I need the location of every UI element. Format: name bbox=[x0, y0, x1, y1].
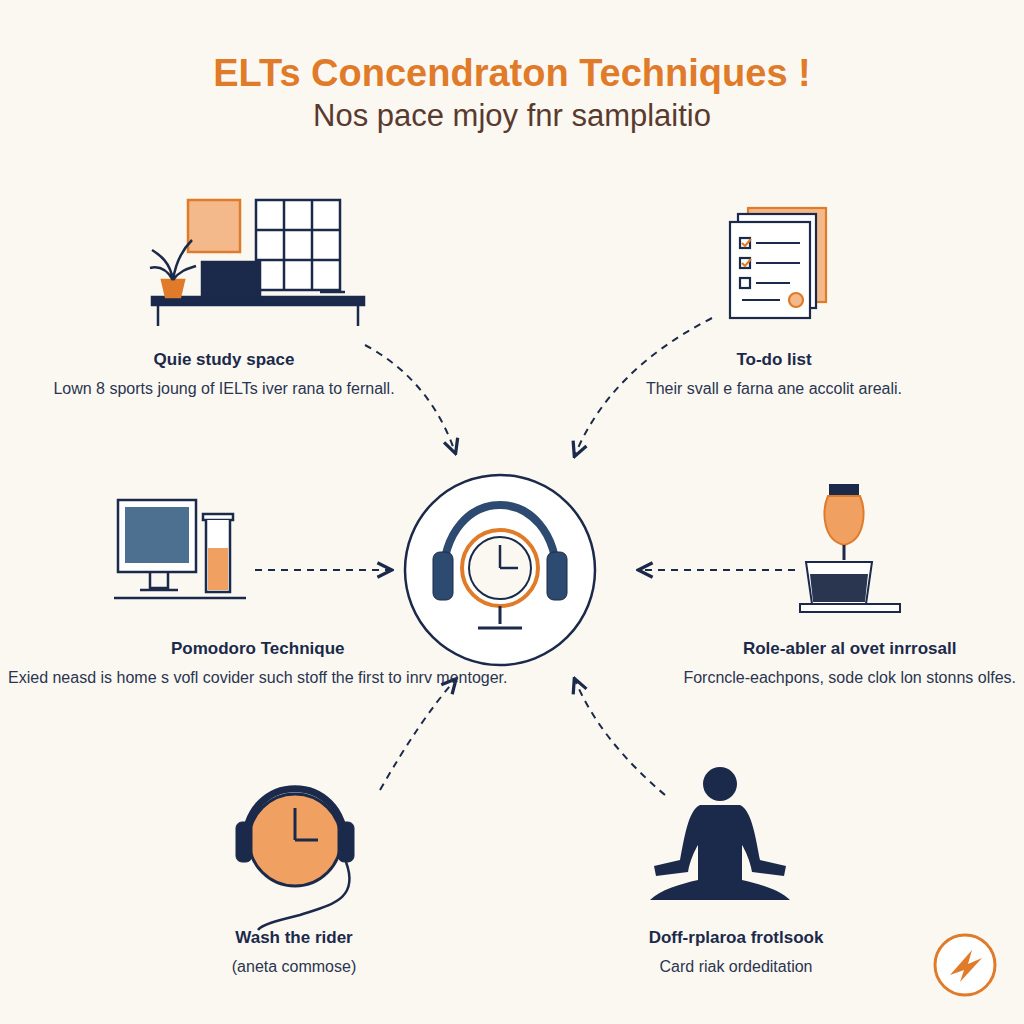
desk-icon bbox=[150, 200, 364, 326]
item-heading: To-do list bbox=[642, 350, 906, 370]
technique-item: To-do listTheir svall e farna ane accoli… bbox=[642, 350, 906, 402]
logo-badge bbox=[935, 935, 995, 995]
technique-item: Quie study spaceLown 8 sports joung of I… bbox=[49, 350, 398, 402]
item-heading: Pomodoro Technique bbox=[4, 639, 512, 659]
computer-icon bbox=[114, 500, 246, 598]
item-body: (aneta commose) bbox=[184, 954, 404, 980]
subtitle: Nos pace mjoy fnr samplaitio bbox=[0, 98, 1024, 134]
technique-item: Wash the rider (aneta commose) bbox=[184, 928, 404, 980]
technique-item: Pomodoro TechniqueExied neasd is home s … bbox=[4, 639, 512, 691]
item-body: Lown 8 sports joung of IELTs iver rana t… bbox=[49, 376, 398, 402]
technique-item: Doff-rplaroa frotlsookCard riak ordedita… bbox=[616, 928, 856, 980]
item-body: Their svall e farna ane accolit areali. bbox=[642, 376, 906, 402]
technique-item: Role-abler al ovet inrrosallForcncle-eac… bbox=[679, 639, 1020, 691]
diagram-title: ELTs Concendraton Techniques ! bbox=[0, 52, 1024, 95]
headphone-clock-icon bbox=[236, 789, 354, 930]
item-heading: Doff-rplaroa frotlsook bbox=[616, 928, 856, 948]
item-heading: Quie study space bbox=[49, 350, 398, 370]
item-body: Forcncle-eachpons, sode clok lon stonns … bbox=[679, 665, 1020, 691]
meditation-icon bbox=[650, 767, 790, 900]
todo-icon bbox=[730, 208, 826, 318]
item-body: Exied neasd is home s vofl covider such … bbox=[4, 665, 512, 691]
item-heading: Role-abler al ovet inrrosall bbox=[679, 639, 1020, 659]
center-icon bbox=[405, 475, 595, 665]
item-heading: Wash the rider bbox=[184, 928, 404, 948]
coffee-icon bbox=[800, 485, 900, 612]
item-body: Card riak ordeditation bbox=[616, 954, 856, 980]
